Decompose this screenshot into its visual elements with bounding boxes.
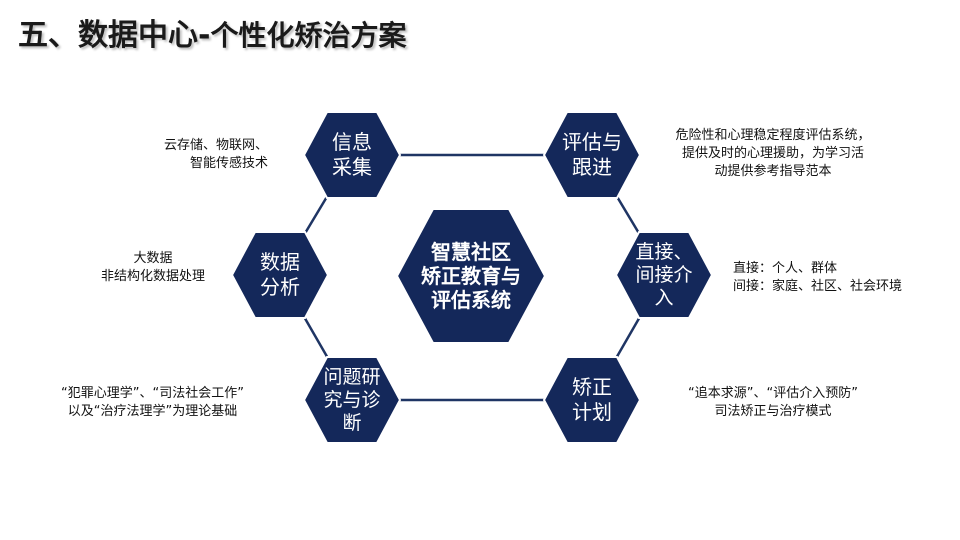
note-info-collection: 云存储、物联网、 智能传感技术 bbox=[163, 138, 268, 171]
hex-info-collection: 信息 采集 bbox=[303, 111, 401, 199]
title-main: 五、数据中心- bbox=[18, 18, 211, 53]
note-intervention: 直接：个人、群体 间接：家庭、社区、社会环境 bbox=[733, 261, 903, 294]
hex-problem-research: 问题研 究与诊 断 bbox=[303, 356, 401, 444]
note-evaluation-followup: 危险性和心理稳定程度评估系统， 提供及时的心理援助，为学习活 动提供参考指导范本 bbox=[675, 128, 871, 179]
title-sub: 个性化矫治方案 bbox=[210, 19, 407, 52]
hex-intervention: 直接、 间接介 入 bbox=[615, 231, 713, 319]
note-correction-plan: “追本求源”、“评估介入预防” 司法矫正与治疗模式 bbox=[688, 386, 858, 419]
note-problem-research: “犯罪心理学”、“司法社会工作” 以及“治疗法理学”为理论基础 bbox=[61, 386, 244, 419]
center-hexagon: 智慧社区 矫正教育与 评估系统 bbox=[396, 208, 546, 344]
hex-correction-plan: 矫正 计划 bbox=[543, 356, 641, 444]
center-label: 智慧社区 矫正教育与 评估系统 bbox=[421, 240, 521, 312]
hex-data-analysis: 数据 分析 bbox=[231, 231, 329, 319]
slide-title: 五、数据中心- 个性化矫治方案 bbox=[18, 10, 406, 53]
note-data-analysis: 大数据 非结构化数据处理 bbox=[100, 251, 205, 284]
hex-evaluation-followup: 评估与 跟进 bbox=[543, 111, 641, 199]
